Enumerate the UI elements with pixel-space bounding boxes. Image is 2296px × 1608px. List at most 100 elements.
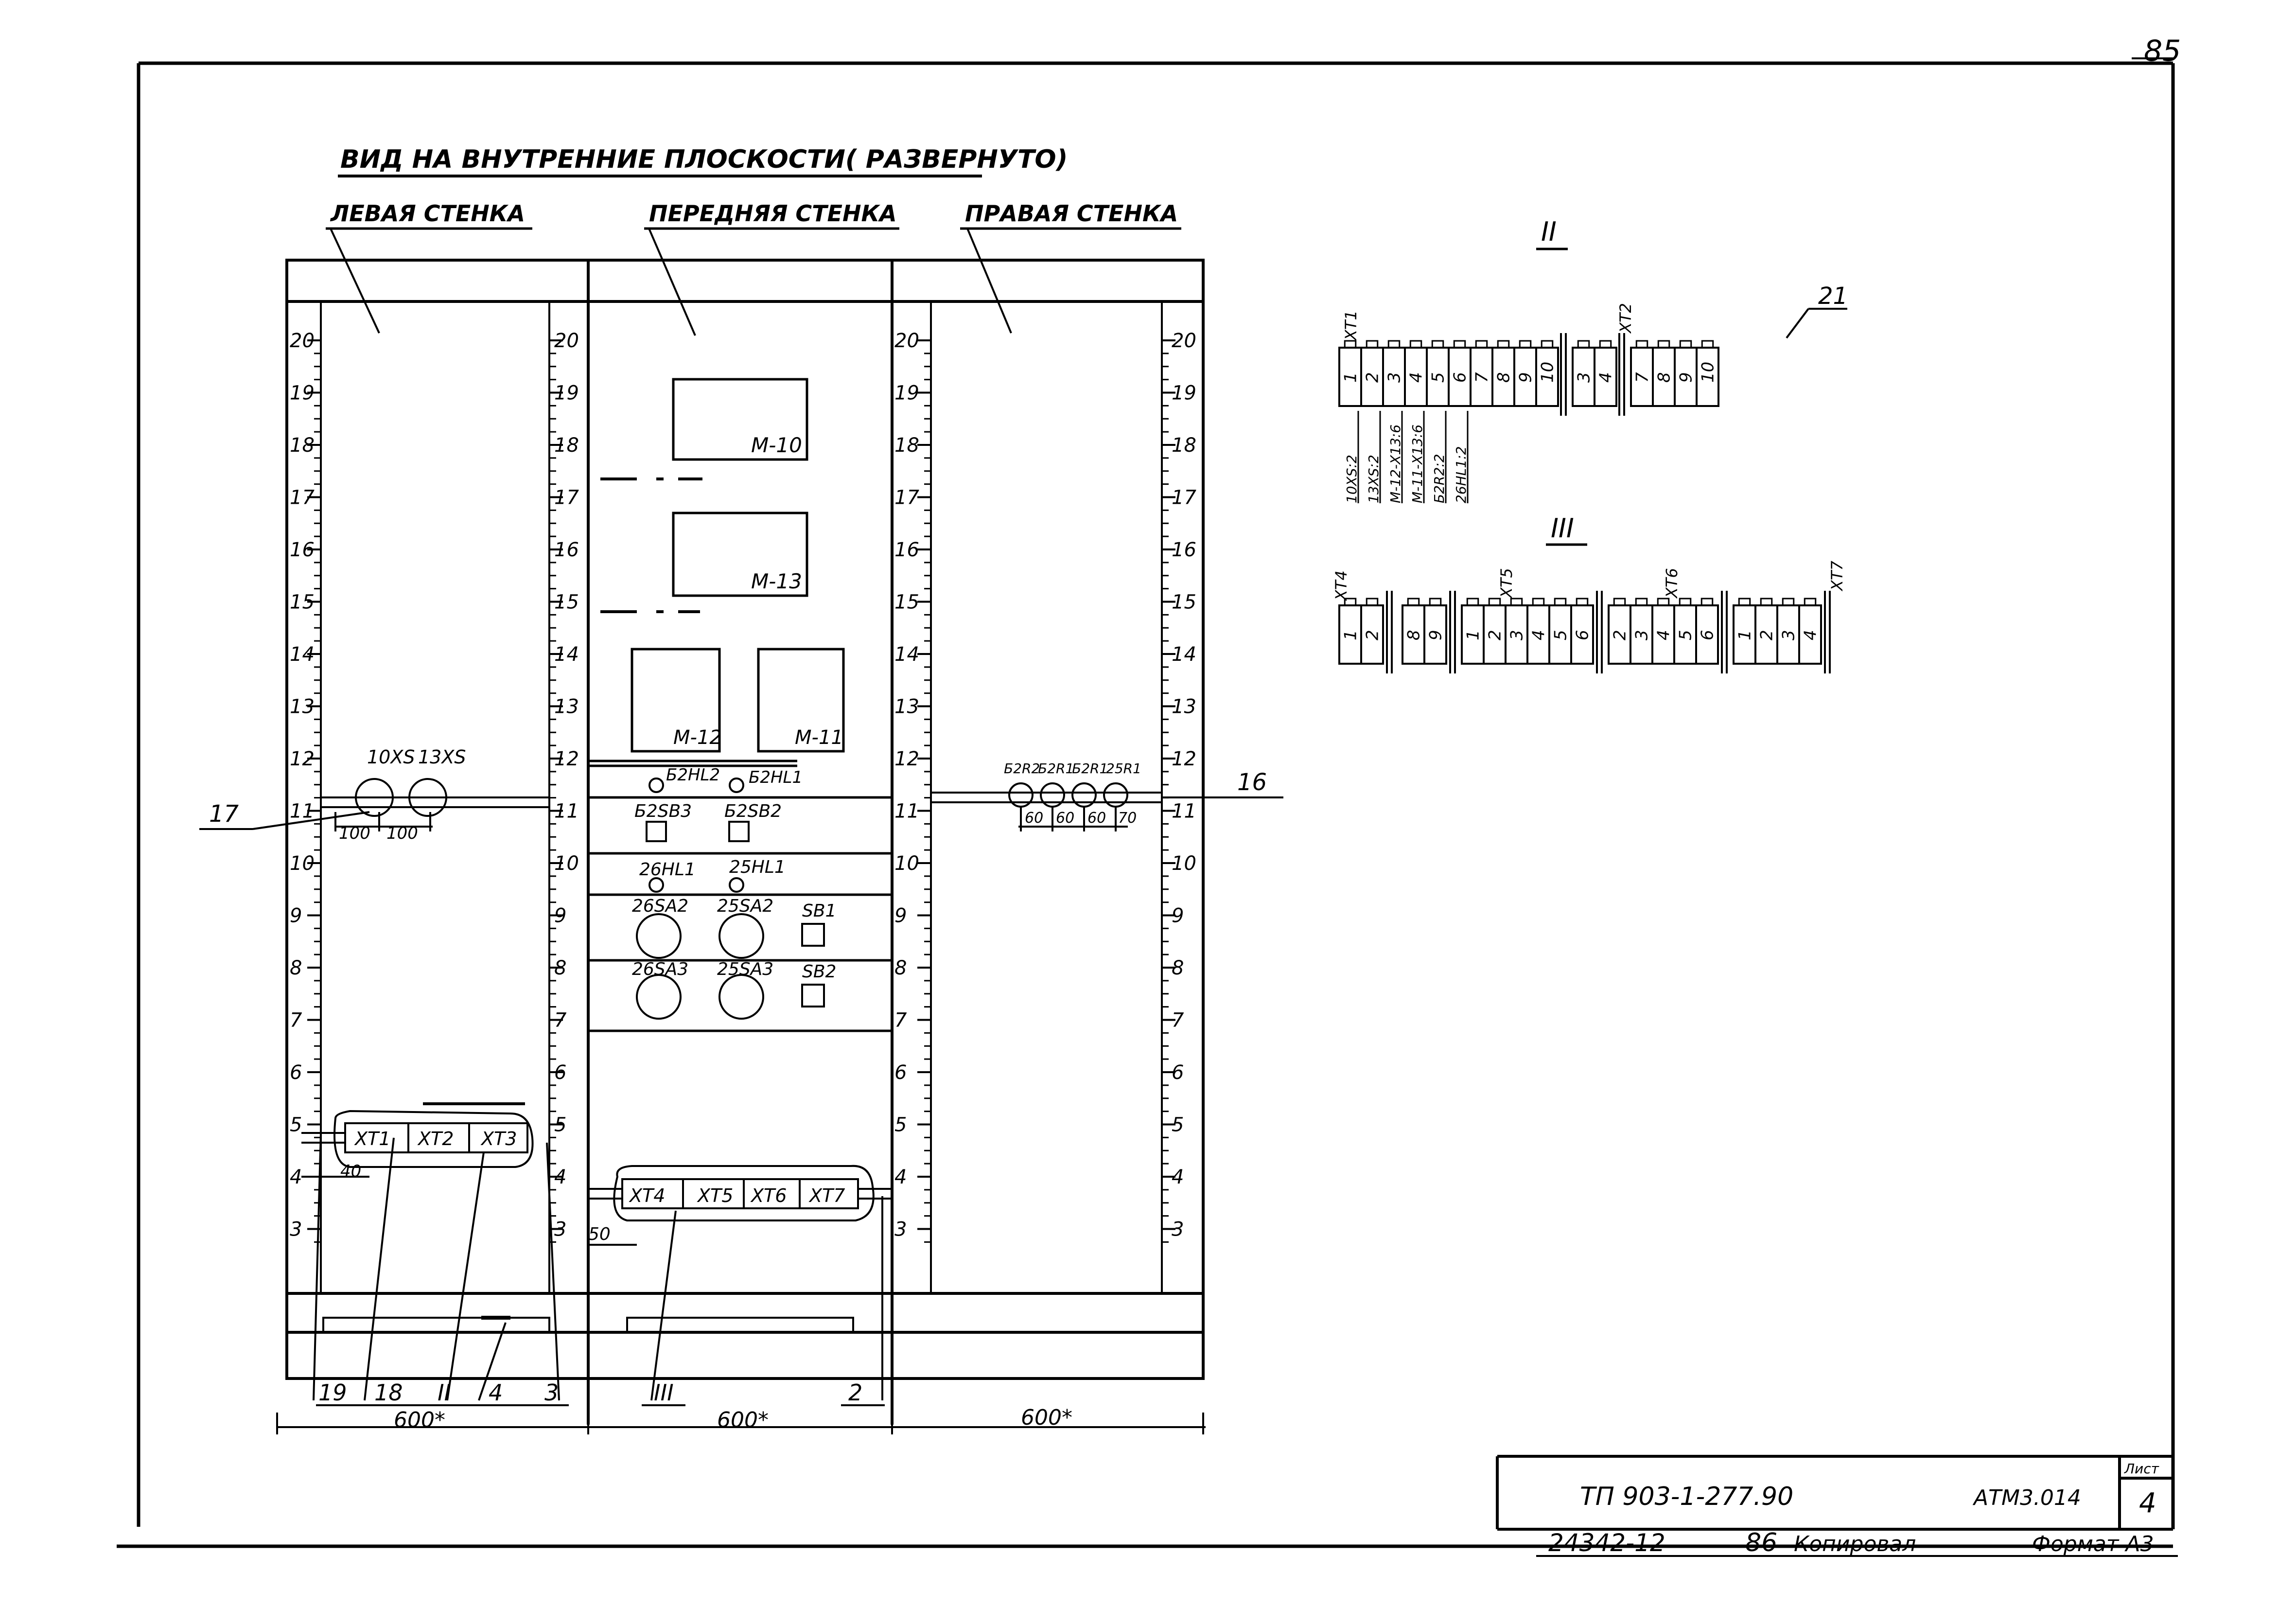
ruler-number: 15	[554, 591, 579, 614]
callout-III: III	[654, 1379, 674, 1406]
ruler-number: 6	[290, 1061, 302, 1084]
xt5-terminal-number: 3	[1507, 630, 1527, 640]
scale-rulers: 2019181716151413121110987654320191817161…	[290, 330, 1196, 1243]
xt5-cap	[1554, 598, 1567, 606]
ruler-number: 16	[290, 539, 315, 561]
ruler-number: 9	[894, 905, 907, 927]
ruler-number: 10	[290, 852, 315, 875]
xt4b-terminal-number: 8	[1404, 630, 1424, 640]
xt6-cap	[1635, 598, 1648, 606]
label-25sa3: 25SA3	[717, 959, 773, 979]
resistor-b2r1-a	[1040, 782, 1065, 808]
wall-label-front: ПЕРЕДНЯЯ СТЕНКА	[649, 200, 897, 227]
ruler-number: 9	[554, 905, 566, 927]
dim-60-b: 60	[1056, 810, 1074, 827]
ruler-number: 9	[290, 905, 302, 927]
switch-26sa2	[636, 913, 682, 959]
ruler-number: 5	[554, 1114, 566, 1136]
xt5-cap	[1532, 598, 1545, 606]
xt1-cap	[1366, 340, 1379, 349]
ruler-number: 20	[554, 330, 579, 352]
xt6-cap	[1657, 598, 1670, 606]
xt1-cap	[1409, 340, 1422, 349]
xt1-terminal-number: 2	[1363, 372, 1383, 383]
width-front: 600*	[717, 1408, 769, 1432]
ruler-number: 12	[554, 748, 579, 770]
label-xt7-front: XT7	[808, 1185, 845, 1206]
ruler-number: 6	[894, 1061, 907, 1084]
xt5-cap	[1576, 598, 1589, 606]
label-m13: М-13	[751, 569, 802, 593]
xt1-terminal-number: 5	[1429, 372, 1448, 383]
ruler-number: 19	[554, 382, 579, 405]
lamp-b2hl1	[729, 777, 744, 793]
label-b2sb2: Б2SB2	[724, 801, 782, 821]
left-wall-sockets	[199, 778, 549, 831]
terminal-group-left-outline	[333, 1110, 534, 1168]
callout-II: II	[438, 1379, 451, 1406]
xt1-cap	[1475, 340, 1488, 349]
ruler-number: 15	[290, 591, 315, 614]
xt7-terminal-number: 3	[1779, 630, 1799, 640]
xt7-cap	[1804, 598, 1817, 606]
xt5-terminal-number: 2	[1486, 630, 1505, 640]
ruler-number: 13	[1172, 696, 1196, 718]
label-xt1-left: XT1	[354, 1128, 390, 1149]
xt5-cap	[1466, 598, 1479, 606]
ruler-number: 5	[290, 1114, 302, 1136]
device-m13	[672, 512, 808, 597]
ruler-number: 3	[1172, 1219, 1184, 1241]
ruler-number: 7	[1172, 1009, 1184, 1032]
device-m12	[631, 648, 721, 753]
dim-100-b: 100	[386, 824, 418, 843]
ruler-number: 18	[290, 434, 315, 457]
ruler-number: 15	[894, 591, 919, 614]
xt5-terminal-number: 4	[1529, 630, 1549, 640]
detail-III-xt5: XT5	[1497, 568, 1516, 599]
ruler-number: 8	[894, 957, 907, 979]
xt6-terminal-number: 6	[1698, 630, 1718, 640]
label-sb1: SB1	[802, 901, 836, 921]
xt6-terminal-number: 2	[1611, 630, 1630, 640]
ruler-number: 18	[554, 434, 579, 457]
wire-label: Б2R2:2	[1431, 454, 1447, 503]
ruler-number: 18	[894, 434, 919, 457]
lamp-b2hl2	[648, 777, 664, 793]
ruler-number: 17	[290, 487, 315, 509]
ruler-number: 11	[894, 800, 919, 823]
switch-25sa3	[719, 974, 764, 1020]
detail-III-xt4: XT4	[1332, 570, 1350, 601]
resistor-b2r2	[1008, 782, 1034, 808]
xt4-cap	[1366, 598, 1379, 606]
detail-II-label: II	[1541, 216, 1557, 247]
xt1-cap	[1387, 340, 1401, 349]
xt4b-terminal-number: 9	[1426, 630, 1446, 640]
button-b2sb3	[646, 821, 667, 842]
xt4-cap	[1344, 598, 1357, 606]
xt2b-cap	[1701, 340, 1714, 349]
xt4b-cap	[1429, 598, 1442, 606]
xt2-terminal-number: 3	[1575, 372, 1594, 383]
terminal-block-xt3	[468, 1122, 528, 1153]
xt2-cap	[1577, 340, 1590, 349]
lamp-26hl1	[648, 877, 664, 893]
width-right: 600*	[1021, 1405, 1072, 1430]
ruler-number: 14	[894, 643, 919, 666]
footer-format: Формат А3	[2032, 1532, 2154, 1556]
ruler-number: 11	[290, 800, 315, 823]
ruler-number: 12	[1172, 748, 1196, 770]
cabinet-outline	[285, 259, 1205, 1380]
ruler-number: 19	[1172, 382, 1196, 405]
sheet-number-top: 85	[2144, 34, 2181, 68]
xt2b-cap	[1657, 340, 1670, 349]
xt2b-cap	[1679, 340, 1692, 349]
xt1-cap	[1541, 340, 1554, 349]
dim-40: 40	[340, 1162, 361, 1181]
label-m10: М-10	[751, 433, 802, 457]
xt1-terminal-number: 3	[1385, 372, 1404, 383]
xt1-cap	[1519, 340, 1532, 349]
ruler-number: 16	[1172, 539, 1196, 561]
ruler-number: 6	[1172, 1061, 1184, 1084]
